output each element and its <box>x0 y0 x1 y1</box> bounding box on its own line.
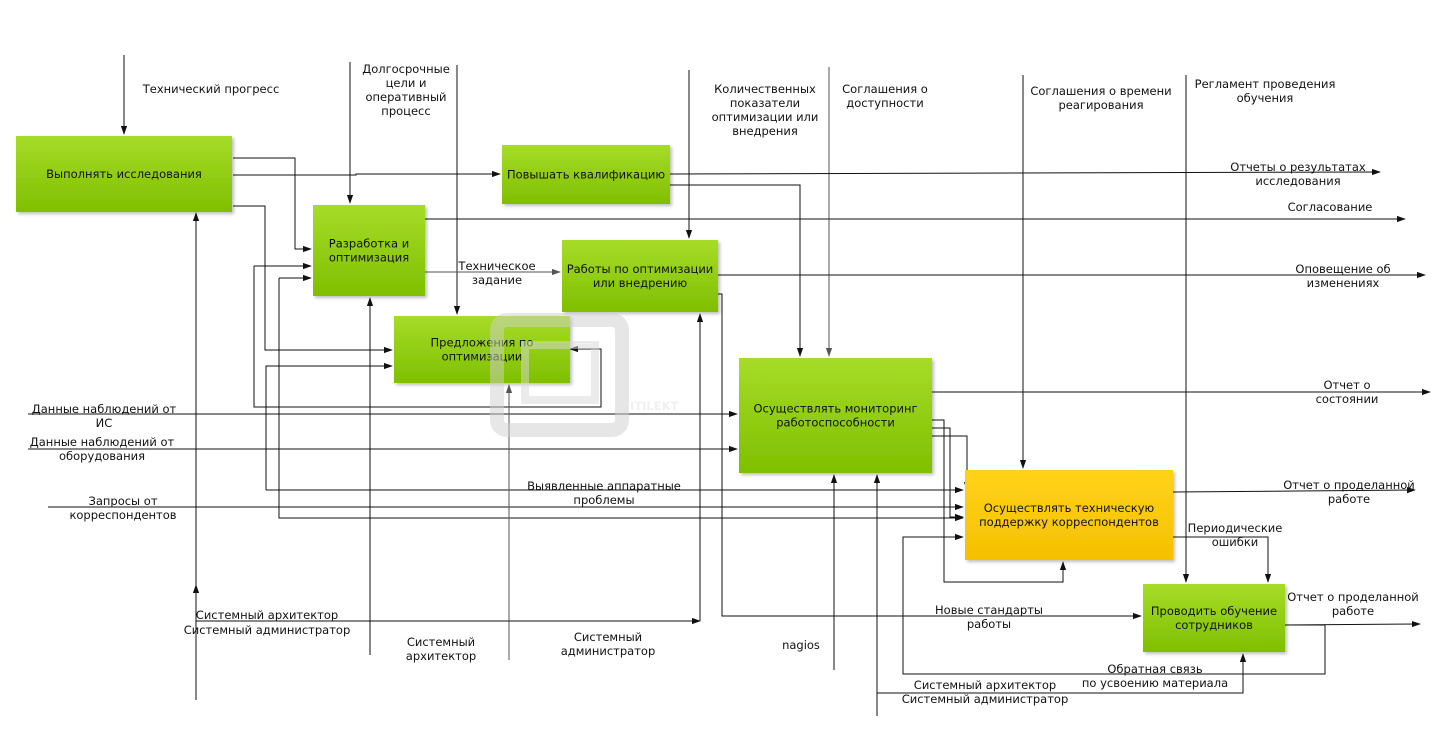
connector-arrow <box>233 157 312 253</box>
label-sys-architect-1: Системный архитектор <box>196 608 338 622</box>
box-label-optwork: Работы по оптимизации <box>567 262 714 276</box>
connector-arrow <box>669 168 1381 176</box>
label-feedback: Обратная связь <box>1107 662 1202 676</box>
box-label-develop: Разработка и <box>329 237 409 251</box>
label-hw-problems: проблемы <box>573 493 634 507</box>
box-rect <box>313 205 425 296</box>
label-feedback: по усвоению материала <box>1082 676 1228 690</box>
label-sys-admin-2: администратор <box>561 644 656 658</box>
label-tech-task: Техническое <box>457 259 535 273</box>
label-quant-indicators: Количественных <box>714 82 816 96</box>
box-label-training: Проводить обучение <box>1151 604 1277 618</box>
connector-arrow <box>233 205 393 354</box>
connector-arrow <box>932 427 964 521</box>
label-equipment-data: оборудования <box>59 449 145 463</box>
box-label-qualify: Повышать квалификацию <box>507 168 665 182</box>
label-quant-indicators: оптимизации или <box>712 110 819 124</box>
label-training-regulations: обучения <box>1237 91 1294 105</box>
label-work-report-2: Отчет о проделанной <box>1287 590 1419 604</box>
box-rect <box>16 136 232 212</box>
label-quant-indicators: внедрения <box>732 124 798 138</box>
connector-arrow <box>670 184 804 357</box>
connector-arrow <box>1173 536 1272 583</box>
label-correspondent-requests: Запросы от <box>88 494 157 508</box>
box-label-support: поддержку корреспондентов <box>979 515 1159 529</box>
label-research-reports: Отчеты о результатах <box>1230 160 1366 174</box>
label-availability-agreements: доступности <box>846 96 923 110</box>
box-label-proposals: Предложения по <box>431 336 534 350</box>
label-status-report: состоянии <box>1316 392 1379 406</box>
label-equipment-data: Данные наблюдений от <box>30 435 175 449</box>
label-longterm-goals: процесс <box>381 104 430 118</box>
box-label-develop: оптимизация <box>329 251 409 265</box>
label-new-standards: Новые стандарты <box>935 603 1043 617</box>
label-training-regulations: Регламент проведения <box>1195 77 1336 91</box>
label-correspondent-requests: корреспондентов <box>69 508 176 522</box>
connector-arrow <box>877 653 1247 694</box>
connector-arrow <box>902 533 1326 675</box>
connector-arrow <box>932 419 1067 583</box>
connector-arrow <box>278 278 964 522</box>
label-periodic-errors: ошибки <box>1212 535 1259 549</box>
label-hw-problems: Выявленные аппаратные <box>527 479 681 493</box>
label-longterm-goals: цели и <box>386 76 427 90</box>
label-is-data: ИС <box>96 416 113 430</box>
label-periodic-errors: Периодические <box>1188 521 1283 535</box>
process-box-qualify[interactable]: Повышать квалификацию <box>502 145 670 204</box>
label-work-report-1: Отчет о проделанной <box>1283 478 1415 492</box>
box-label-training: сотрудников <box>1175 618 1253 632</box>
connector-arrow <box>233 170 501 178</box>
box-label-monitor: работоспособности <box>776 416 895 430</box>
connector-arrow <box>718 293 1142 620</box>
label-sys-architect-2: Системный <box>407 635 475 649</box>
box-rect <box>562 240 718 312</box>
label-quant-indicators: показатели <box>730 96 800 110</box>
label-change-notice: Оповещение об <box>1295 262 1390 276</box>
label-sys-admin-1: Системный администратор <box>184 623 351 637</box>
box-rect <box>502 145 670 204</box>
label-tech-progress: Технический прогресс <box>142 82 280 96</box>
label-nagios: nagios <box>782 638 820 652</box>
label-sys-architect-2: архитектор <box>406 649 476 663</box>
box-rect <box>1143 584 1285 652</box>
label-longterm-goals: оперативный <box>366 90 447 104</box>
box-rect <box>394 316 570 383</box>
label-approval: Согласование <box>1288 200 1373 214</box>
box-label-optwork: или внедрению <box>593 276 688 290</box>
box-label-support: Осуществлять техническую <box>984 501 1155 515</box>
label-longterm-goals: Долгосрочные <box>362 62 450 76</box>
label-change-notice: изменениях <box>1307 276 1380 290</box>
label-sys-admin-2: Системный <box>574 630 642 644</box>
connector-arrow <box>1172 486 1416 494</box>
box-label-monitor: Осуществлять мониторинг <box>753 402 917 416</box>
connector-arrow <box>265 362 393 490</box>
label-sys-admin-3: Системный администратор <box>902 692 1069 706</box>
box-label-proposals: оптимизации <box>442 350 523 364</box>
label-response-agreements: реагирования <box>1058 98 1143 112</box>
label-research-reports: исследования <box>1255 174 1340 188</box>
label-response-agreements: Соглашения о времени <box>1030 84 1171 98</box>
process-box-research[interactable]: Выполнять исследования <box>16 136 232 212</box>
box-rect <box>965 470 1173 560</box>
label-work-report-1: работе <box>1328 492 1370 506</box>
label-new-standards: работы <box>967 617 1011 631</box>
watermark-text: ITILEKT <box>630 399 678 413</box>
box-label-research: Выполнять исследования <box>46 167 202 181</box>
box-rect <box>739 358 932 473</box>
label-is-data: Данные наблюдений от <box>32 402 177 416</box>
label-status-report: Отчет о <box>1323 378 1370 392</box>
label-work-report-2: работе <box>1332 604 1374 618</box>
label-sys-architect-3: Системный архитектор <box>914 678 1056 692</box>
label-availability-agreements: Соглашения о <box>842 82 928 96</box>
watermark-logo: ITILEKT <box>490 313 678 437</box>
label-tech-task: задание <box>472 273 522 287</box>
